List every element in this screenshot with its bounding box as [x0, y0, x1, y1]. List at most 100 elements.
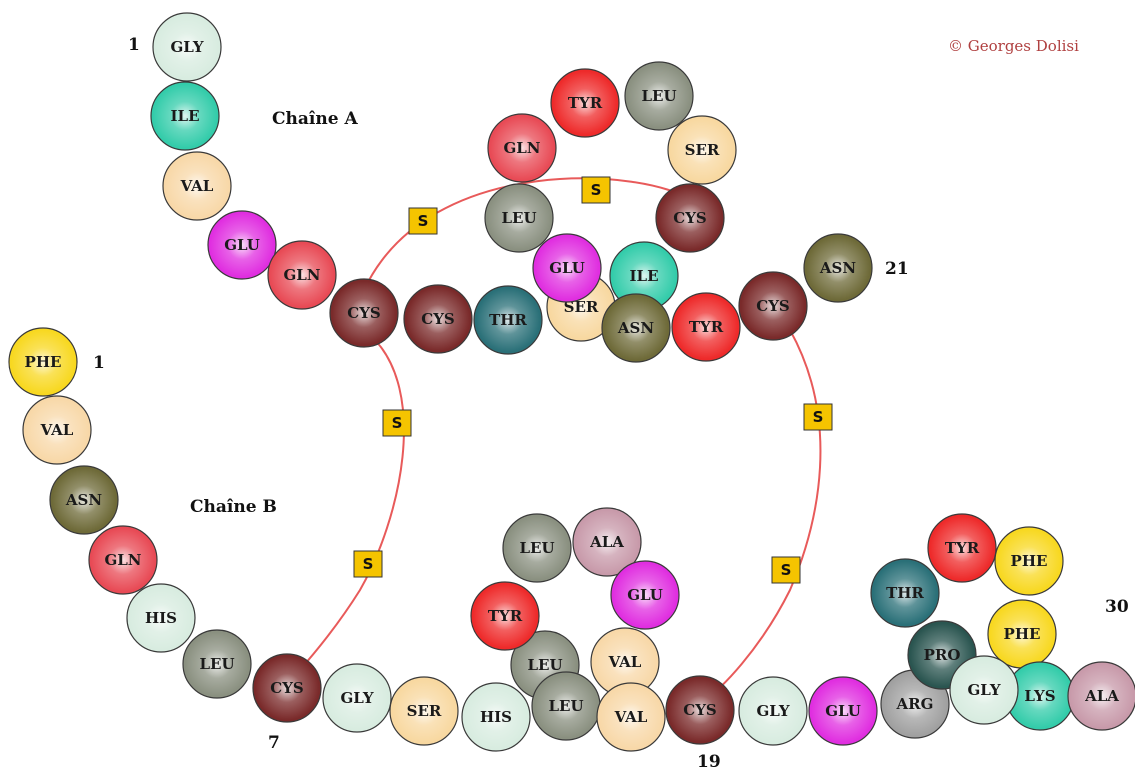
chain-b-cys19-number: 19 [697, 752, 721, 769]
chain-a-end-number: 21 [885, 259, 909, 279]
residue-highlight [153, 84, 217, 148]
residue-highlight [670, 118, 734, 182]
residue-a8: THR [473, 285, 543, 355]
residue-a18: ASN [601, 293, 671, 363]
residue-label: PRO [924, 646, 961, 664]
residue-b2: VAL [22, 395, 92, 465]
residue-label: GLY [756, 702, 789, 720]
residue-label: LEU [519, 539, 554, 557]
residue-highlight [674, 295, 738, 359]
residue-highlight [185, 632, 249, 696]
residue-label: PHE [25, 353, 62, 371]
residue-highlight [1070, 664, 1134, 728]
residue-highlight [612, 244, 676, 308]
residue-label: PHE [1004, 625, 1041, 643]
residue-label: GLY [170, 38, 203, 56]
residue-label: ASN [819, 259, 856, 277]
residue-b19: CYS [665, 675, 735, 745]
residue-label: GLN [104, 551, 141, 569]
residue-label: GLN [283, 266, 320, 284]
residue-a10: ILE [609, 241, 679, 311]
residue-label: ILE [171, 107, 200, 125]
s-box-a7-b7-bottom: S [353, 550, 383, 578]
bridge-a7-b7 [289, 334, 405, 681]
residue-highlight [613, 563, 677, 627]
residue-a17: CYS [655, 183, 725, 253]
svg-text:S: S [591, 181, 602, 199]
residue-highlight [952, 658, 1016, 722]
chain-b-label: Chaîne B [190, 497, 277, 517]
residue-a5: GLN [267, 240, 337, 310]
residue-highlight [11, 330, 75, 394]
residue-a11: GLU [532, 233, 602, 303]
residue-highlight [990, 602, 1054, 666]
residue-highlight [476, 288, 540, 352]
residue-b20: GLY [738, 676, 808, 746]
residue-label: ALA [1084, 687, 1119, 705]
residue-highlight [553, 71, 617, 135]
residue-highlight [883, 672, 947, 736]
residue-a7: CYS [403, 284, 473, 354]
s-box-a6-a11-left: S [408, 207, 438, 235]
residue-label: TYR [945, 539, 980, 557]
residue-highlight [873, 561, 937, 625]
residue-b13: LEU [502, 513, 572, 583]
residue-a21: ASN [803, 233, 873, 303]
residue-label: CYS [347, 304, 380, 322]
s-box-a6-a11-right: S [581, 176, 611, 204]
svg-text:S: S [418, 212, 429, 230]
residue-label: GLU [549, 259, 585, 277]
residue-label: LYS [1024, 687, 1055, 705]
residue-b4: GLN [88, 525, 158, 595]
residue-label: CYS [756, 297, 789, 315]
residue-label: VAL [40, 421, 74, 439]
residue-label: VAL [180, 177, 214, 195]
residue-label: SER [564, 298, 599, 316]
residue-highlight [535, 236, 599, 300]
residue-a13: GLN [487, 113, 557, 183]
residue-a16: SER [667, 115, 737, 185]
residue-a6: CYS [329, 278, 399, 348]
residue-label: TYR [568, 94, 603, 112]
residue-label: ASN [65, 491, 102, 509]
residue-highlight [627, 64, 691, 128]
residue-b27: PHE [987, 599, 1057, 669]
residue-highlight [604, 296, 668, 360]
residue-b24: THR [870, 558, 940, 628]
residue-highlight [91, 528, 155, 592]
residue-label: GLY [967, 681, 1000, 699]
residue-label: THR [489, 311, 527, 329]
residue-b9: SER [389, 676, 459, 746]
residue-highlight [593, 630, 657, 694]
residue-b12: TYR [470, 581, 540, 651]
residue-highlight [210, 213, 274, 277]
residue-label: VAL [608, 653, 642, 671]
residue-label: GLY [340, 689, 373, 707]
residue-b25: TYR [927, 513, 997, 583]
residue-b21: GLU [808, 676, 878, 746]
residue-a3: VAL [162, 151, 232, 221]
residue-highlight [165, 154, 229, 218]
chain-b-start-number: 1 [93, 353, 105, 373]
residue-label: LEU [548, 697, 583, 715]
residue-label: VAL [614, 708, 648, 726]
residue-highlight [534, 674, 598, 738]
residue-highlight [811, 679, 875, 743]
residue-b3: ASN [49, 465, 119, 535]
residue-label: CYS [270, 679, 303, 697]
s-box-a7-b7-top: S [382, 409, 412, 437]
residue-b26: PHE [994, 526, 1064, 596]
residue-label: SER [685, 141, 720, 159]
residue-highlight [741, 679, 805, 743]
residue-label: GLU [825, 702, 861, 720]
residue-highlight [487, 186, 551, 250]
residue-a2: ILE [150, 81, 220, 151]
residue-highlight [325, 666, 389, 730]
residue-label: HIS [480, 708, 512, 726]
residue-a1: GLY [152, 12, 222, 82]
residue-b7: CYS [252, 653, 322, 723]
s-box-a20-b19-bottom: S [771, 556, 801, 584]
residue-highlight [930, 516, 994, 580]
residue-highlight [270, 243, 334, 307]
